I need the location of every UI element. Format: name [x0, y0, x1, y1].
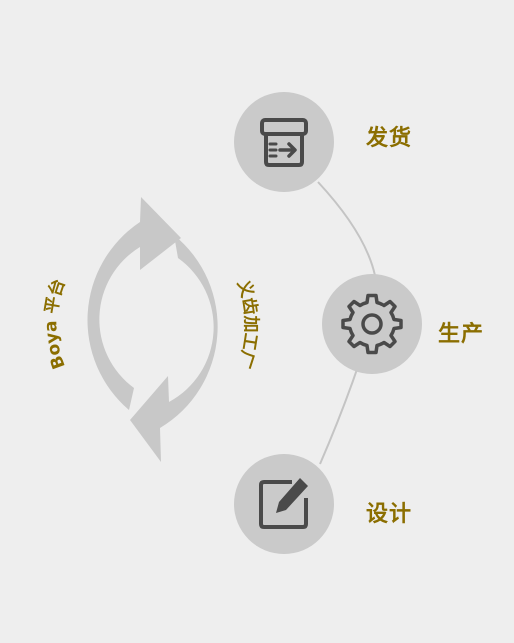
- cycle-right-label: 义齿加工厂: [233, 277, 262, 370]
- edit-icon: [259, 478, 308, 529]
- step-design-circle: [234, 454, 334, 554]
- cycle-arrow-left: [87, 197, 181, 410]
- step-shipping-label: 发货: [366, 126, 413, 151]
- cycle-left-label: Boya 平台: [41, 276, 69, 371]
- box-arrow-icon: [260, 118, 308, 167]
- step-shipping-circle: [234, 92, 334, 192]
- gear-icon: [341, 293, 403, 355]
- step-production-circle: [322, 274, 422, 374]
- cycle-arrow-right: [130, 235, 218, 462]
- step-design-label: 设计: [366, 502, 413, 527]
- step-production-label: 生产: [438, 322, 485, 347]
